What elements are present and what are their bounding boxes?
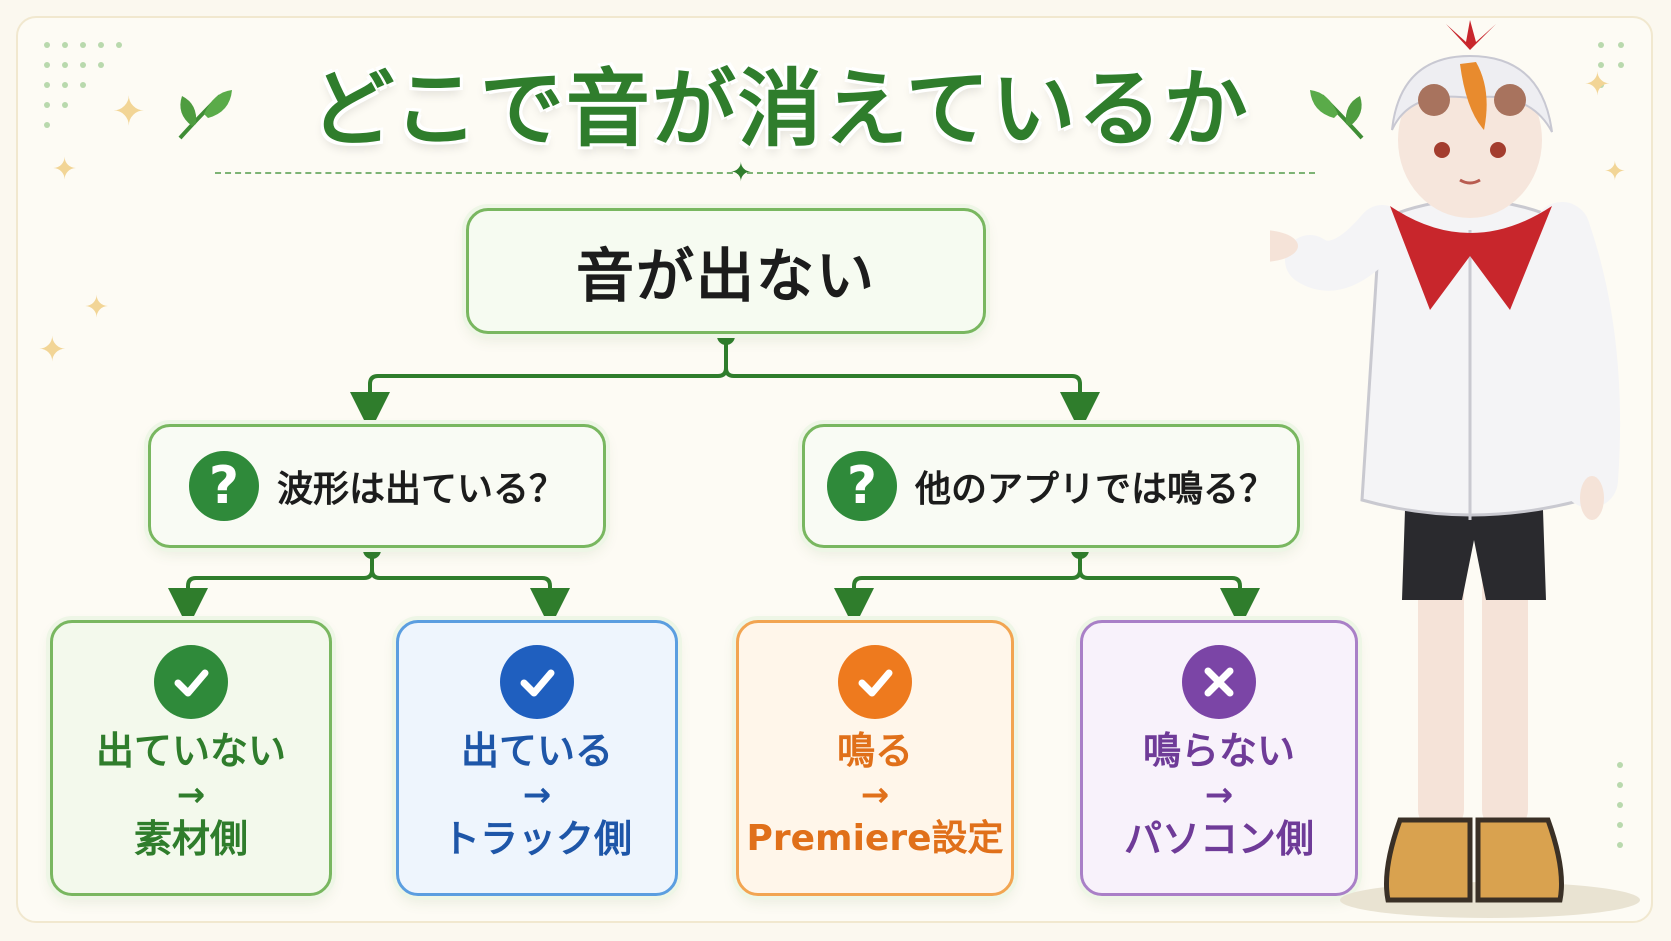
outcome-node-computer: 鳴らない → パソコン側 — [1080, 620, 1358, 896]
outcome-condition: 鳴らない — [1142, 729, 1295, 773]
sparkle-icon: ✦ — [38, 330, 67, 370]
question-node-waveform: ? 波形は出ている？ — [148, 424, 606, 548]
sparkle-icon: ✦ — [1584, 65, 1611, 103]
connector-root — [724, 367, 1100, 432]
connector-q1 — [370, 569, 570, 628]
sparkle-icon: ✦ — [52, 152, 78, 187]
connector-q2 — [834, 550, 1082, 628]
outcome-result: パソコン側 — [1123, 817, 1314, 861]
check-icon — [154, 645, 228, 719]
root-node: 音が出ない — [466, 208, 986, 334]
outcome-arrow: → — [1204, 775, 1234, 815]
dot-pattern-bottom-right — [1617, 762, 1623, 848]
root-label: 音が出ない — [575, 242, 876, 310]
question-label: 他のアプリでは鳴る？ — [914, 469, 1275, 510]
question-label: 波形は出ている？ — [276, 469, 565, 510]
outcome-arrow: → — [860, 775, 890, 815]
outcome-node-premiere: 鳴る → Premiere設定 — [736, 620, 1014, 896]
character-illustration — [1270, 20, 1640, 918]
outcome-result: Premiere設定 — [746, 818, 1004, 859]
question-node-other-apps: ? 他のアプリでは鳴る？ — [802, 424, 1300, 548]
dot-pattern-right — [1598, 42, 1624, 88]
outcome-result: 素材側 — [133, 817, 248, 861]
outcome-condition: 鳴る — [836, 729, 913, 773]
check-icon — [500, 645, 574, 719]
outcome-arrow: → — [176, 775, 206, 815]
sparkle-icon: ✦ — [112, 89, 146, 135]
outcome-condition: 出ていない — [95, 729, 286, 773]
leaf-icon — [1310, 90, 1364, 140]
cross-icon — [1182, 645, 1256, 719]
leaf-icon — [178, 90, 232, 140]
check-icon — [838, 645, 912, 719]
outcome-node-track: 出ている → トラック側 — [396, 620, 678, 896]
question-icon: ? — [188, 451, 259, 521]
diagram-title: どこで音が消えているか — [310, 59, 1250, 158]
dot-pattern-left — [44, 42, 122, 128]
outcome-result: トラック側 — [441, 817, 632, 861]
outcome-arrow: → — [522, 775, 552, 815]
sparkle-icon: ✦ — [1604, 157, 1626, 187]
connector-root — [350, 336, 728, 432]
connector-q1 — [168, 550, 374, 628]
sparkle-icon: ✦ — [84, 290, 110, 325]
outcome-condition: 出ている — [460, 729, 613, 773]
title-divider — [215, 172, 1315, 174]
question-icon: ? — [826, 451, 897, 521]
outcome-node-source: 出ていない → 素材側 — [50, 620, 332, 896]
connector-q2 — [1078, 569, 1260, 628]
divider-diamond-icon: ✦ — [730, 158, 752, 188]
